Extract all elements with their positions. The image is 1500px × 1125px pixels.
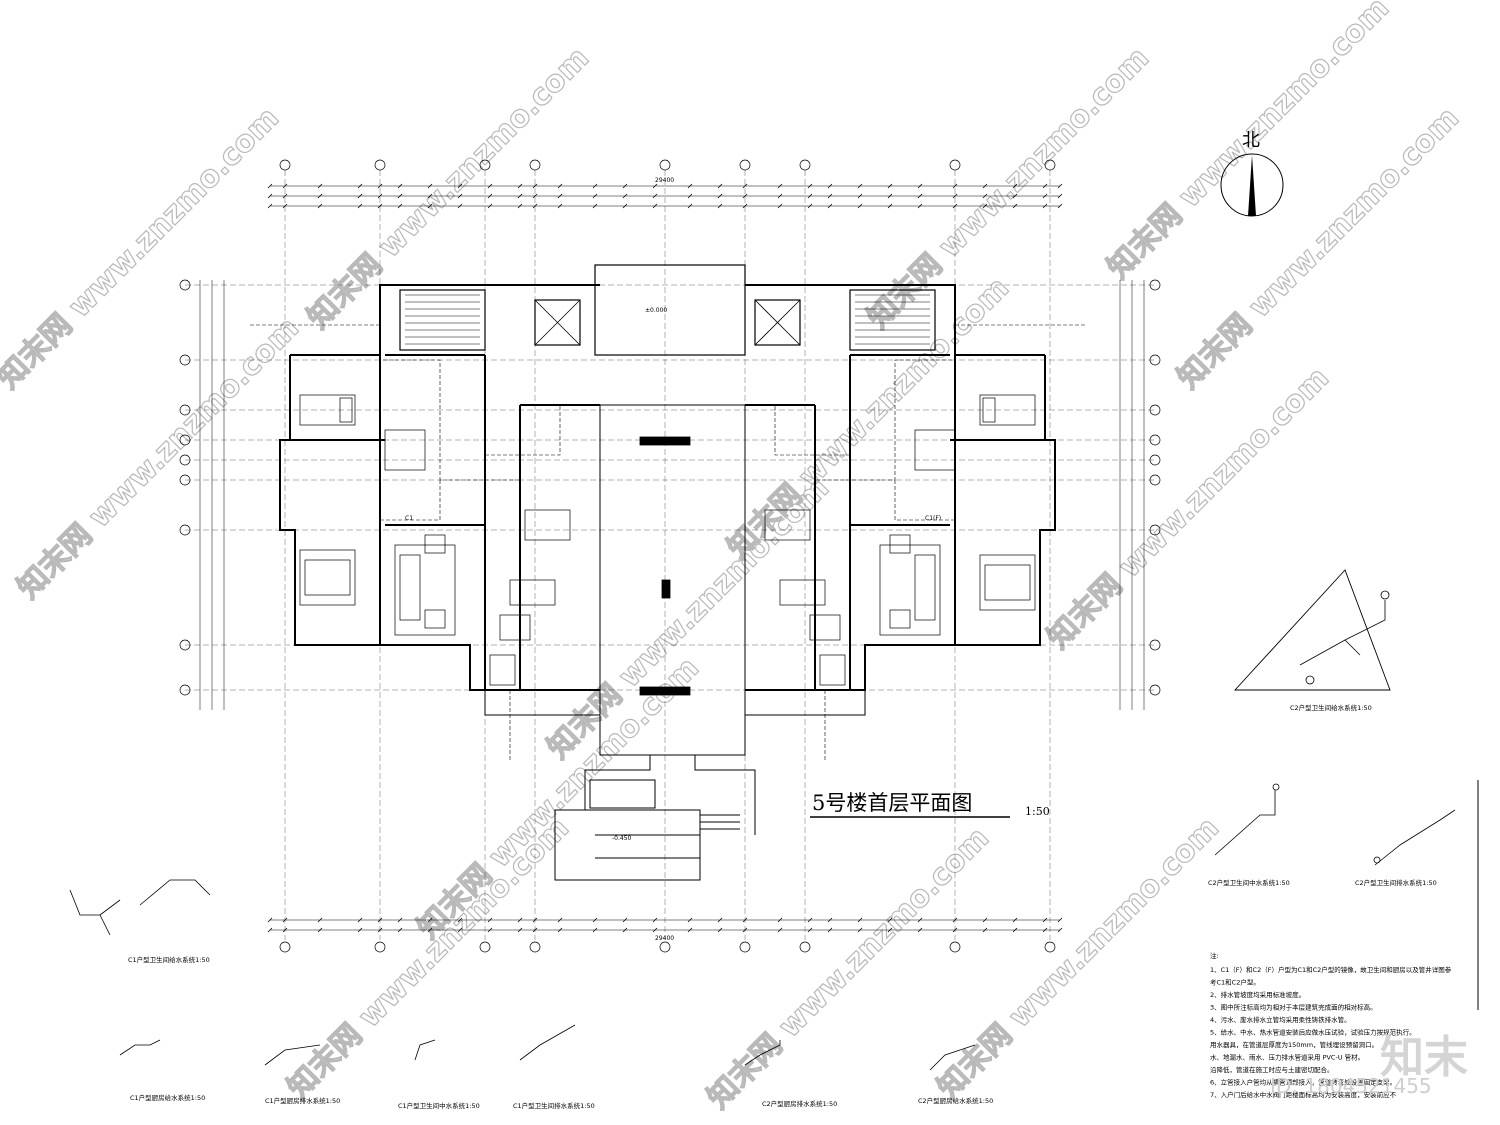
top-total-dimension: 29400 bbox=[655, 177, 674, 184]
note-line: 2、排水管坡度均采用标准坡度。 bbox=[1210, 990, 1305, 999]
watermark-text: 知末网 www.znzmo.com bbox=[1041, 361, 1336, 656]
caption-c1-bath-supply: C1户型卫生间给水系统1:50 bbox=[128, 955, 210, 964]
unit-label-right: C1(F) bbox=[925, 515, 941, 522]
caption-c1-kitchen-drain: C1户型厨房排水系统1:50 bbox=[265, 1096, 340, 1105]
watermark-text: 知末网 www.znzmo.com bbox=[1171, 101, 1466, 396]
caption-c2-kitchen-supply: C2户型厨房给水系统1:50 bbox=[918, 1096, 993, 1105]
north-label: 北 bbox=[1242, 130, 1260, 151]
note-line: 6、立管接入户管均从横管顶部接入，管道转弯处设置固定支架。 bbox=[1210, 1078, 1396, 1087]
central-core bbox=[399, 264, 936, 756]
caption-c2-kitchen-drain: C2户型厨房排水系统1:50 bbox=[762, 1099, 837, 1108]
brand-watermark: 知末 bbox=[1380, 1032, 1468, 1083]
general-notes: 注: 1、C1（F）和C2（F）户型为C1和C2户型的镜像，故卫生间和厨房以及管… bbox=[1210, 951, 1452, 1099]
drawing-title: 5号楼首层平面图 bbox=[812, 791, 972, 815]
left-unit-furniture bbox=[299, 394, 571, 686]
bottom-total-dimension: 29400 bbox=[655, 935, 674, 942]
side-dimension-chains bbox=[199, 280, 1145, 710]
note-line: 4、污水、废水排水立管均采用柔性铸铁排水管。 bbox=[1210, 1015, 1351, 1024]
left-unit-walls bbox=[279, 284, 600, 691]
notes-heading: 注: bbox=[1210, 951, 1219, 960]
id-watermark: ID: 1804521455 bbox=[1270, 1074, 1432, 1098]
watermark-text: 知末网 www.znzmo.com bbox=[281, 811, 576, 1106]
right-unit-walls bbox=[745, 284, 1056, 691]
pipe-runs bbox=[250, 324, 1085, 760]
caption-c1-bath-reclaimed: C1户型卫生间中水系统1:50 bbox=[398, 1101, 480, 1110]
lobby-elevation: ±0.000 bbox=[645, 307, 667, 314]
unit-label-left: C1 bbox=[405, 515, 413, 522]
main-floor-plan bbox=[179, 159, 1161, 953]
watermark-text: 知末网 www.znzmo.com bbox=[301, 41, 596, 336]
stair-treads bbox=[405, 294, 930, 345]
caption-c1-kitchen-supply: C1户型厨房给水系统1:50 bbox=[130, 1093, 205, 1102]
note-line: 5、给水、中水、热水管道安装后应做水压试验，试验压力按规范执行。 bbox=[1210, 1028, 1416, 1037]
note-line: 3、图中所注标高均为相对于本层建筑完成面的相对标高。 bbox=[1210, 1003, 1377, 1012]
system-diagrams bbox=[69, 569, 1456, 1071]
balconies bbox=[484, 689, 866, 716]
entry-elevation: -0.450 bbox=[612, 835, 632, 842]
note-line: 7、入户门后给水中水阀门距楼面标高均为安装高度，安装前应不 bbox=[1210, 1090, 1397, 1099]
caption-c1-bath-drain: C1户型卫生间排水系统1:50 bbox=[513, 1101, 595, 1110]
note-line: 考C1和C2户型。 bbox=[1210, 978, 1260, 987]
entrance-steps bbox=[554, 690, 756, 881]
caption-c2-bath-reclaimed: C2户型卫生间中水系统1:50 bbox=[1208, 878, 1290, 887]
right-unit-furniture bbox=[764, 394, 1036, 686]
note-line: 沿降低，管道在施工时应与土建密切配合。 bbox=[1210, 1065, 1334, 1074]
note-line: 水、地漏水、雨水、压力排水管道采用 PVC-U 管材。 bbox=[1210, 1053, 1364, 1062]
dimension-ticks bbox=[267, 183, 1063, 933]
note-line: 1、C1（F）和C2（F）户型为C1和C2户型的镜像，故卫生间和厨房以及管井详图… bbox=[1210, 965, 1452, 974]
north-arrow: 北 bbox=[1220, 130, 1284, 217]
grid-axis-bubbles bbox=[179, 159, 1161, 953]
caption-c2-bath-supply: C2户型卫生间给水系统1:50 bbox=[1290, 703, 1372, 712]
drawing-scale: 1:50 bbox=[1025, 805, 1050, 818]
caption-c2-bath-drain: C2户型卫生间排水系统1:50 bbox=[1355, 878, 1437, 887]
note-line: 用水器具，在管道层厚度为150mm，管线埋设预留洞口。 bbox=[1210, 1040, 1378, 1049]
